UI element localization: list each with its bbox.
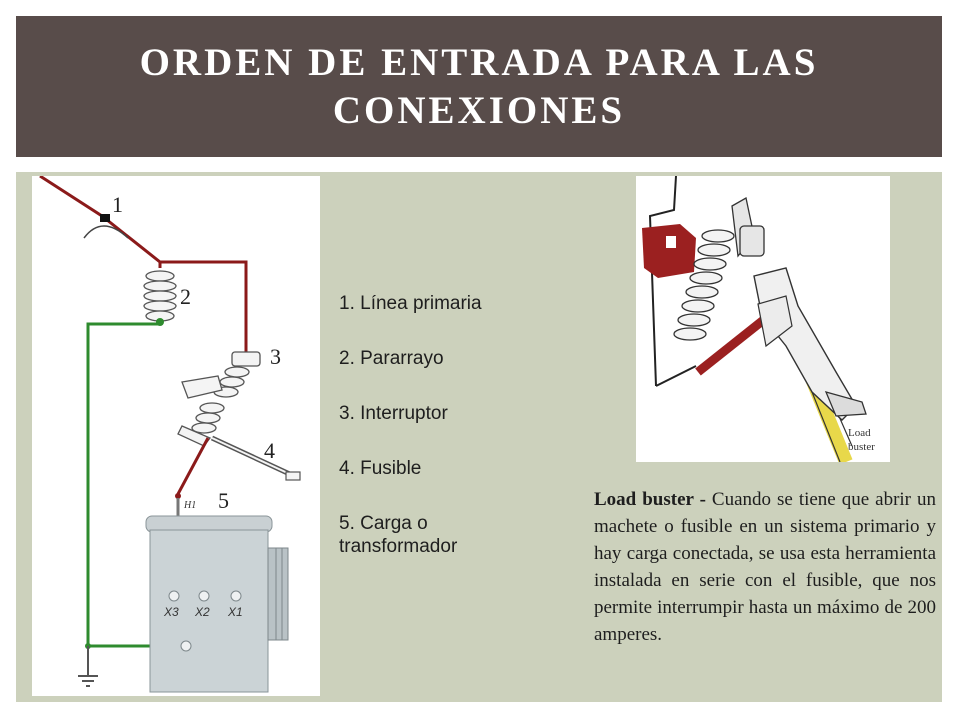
load-label-line2: buster: [848, 441, 875, 453]
terminal-x2-label: X2: [194, 605, 210, 619]
terminal-h1-label: H1: [183, 500, 196, 511]
slide-title: ORDEN DE ENTRADA PARA LAS CONEXIONES: [139, 40, 819, 132]
terminal-x1-label: X1: [227, 605, 243, 619]
legend-item-5: 5. Carga o transformador: [339, 513, 458, 557]
diagram-number-4: 4: [264, 438, 275, 463]
title-bar: ORDEN DE ENTRADA PARA LAS CONEXIONES: [16, 16, 942, 157]
load-buster-illustration: Load buster: [636, 176, 890, 462]
diagram-number-5: 5: [218, 488, 229, 513]
terminal-x3-label: X3: [163, 605, 179, 619]
diagram-number-2: 2: [180, 284, 191, 309]
legend-item-4: 4. Fusible: [339, 458, 422, 479]
load-buster-description: Load buster - Cuando se tiene que abrir …: [594, 486, 936, 648]
legend-item-3: 3. Interruptor: [339, 403, 448, 424]
diagram-number-1: 1: [112, 192, 123, 217]
description-lead: Load buster -: [594, 489, 706, 510]
diagram-number-3: 3: [270, 344, 281, 369]
description-body: Cuando se tiene que abrir un machete o f…: [594, 489, 936, 645]
connection-diagram: 1 2 3 4 5 H1 X3 X2 X1: [32, 176, 320, 696]
legend-list: 1. Línea primaria 2. Pararrayo 3. Interr…: [339, 292, 539, 590]
load-label-line1: Load: [848, 427, 871, 439]
legend-item-1: 1. Línea primaria: [339, 293, 482, 314]
legend-item-2: 2. Pararrayo: [339, 348, 444, 369]
